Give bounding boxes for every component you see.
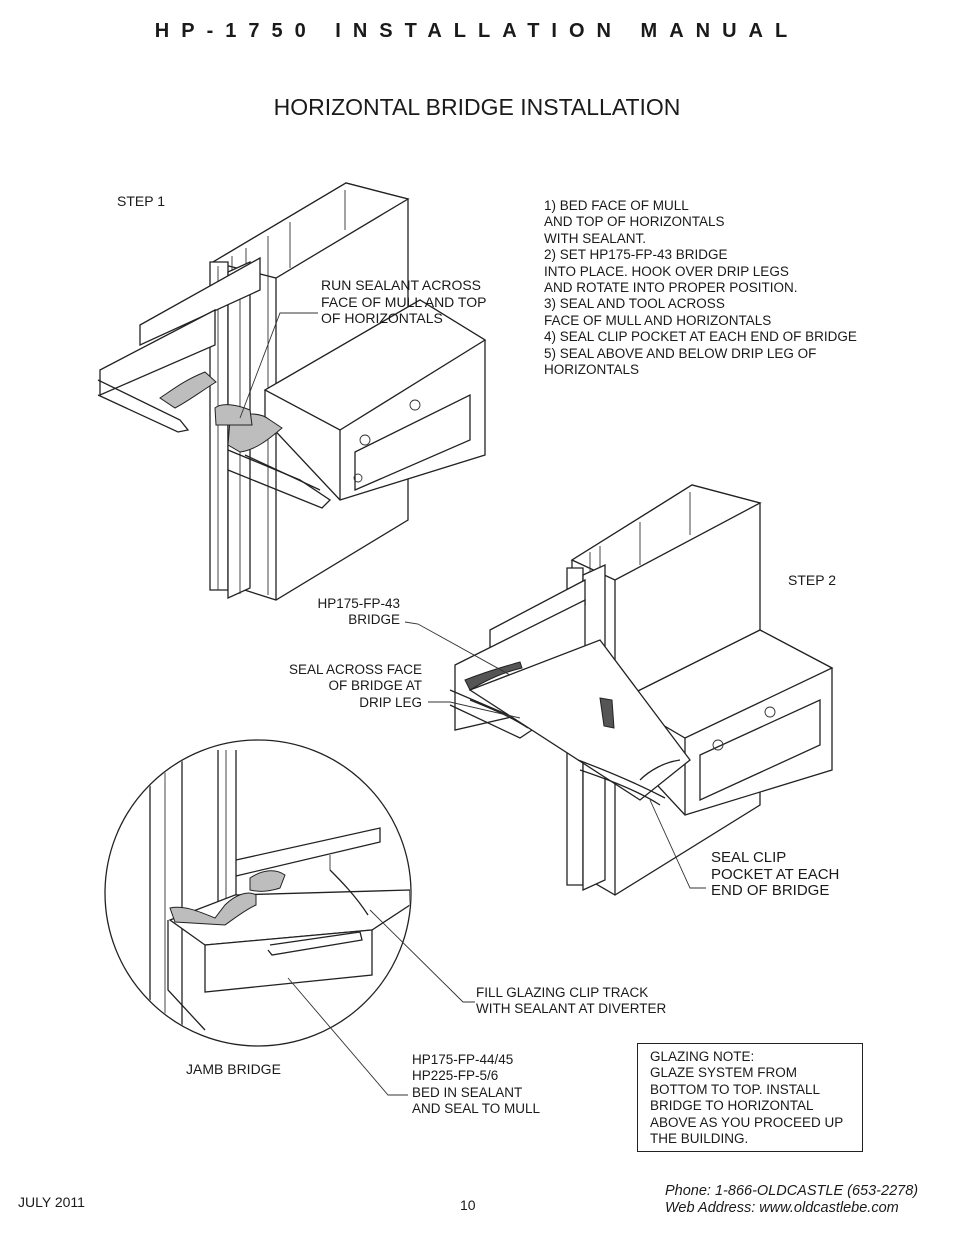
footer-web: Web Address: www.oldcastlebe.com <box>665 1200 899 1216</box>
step1-drawing <box>97 182 487 601</box>
glazing-note-text: GLAZING NOTE: GLAZE SYSTEM FROM BOTTOM T… <box>650 1049 844 1147</box>
footer-phone: Phone: 1-866-OLDCASTLE (653-2278) <box>665 1183 919 1199</box>
glazing-note-box: GLAZING NOTE: GLAZE SYSTEM FROM BOTTOM T… <box>637 1043 863 1152</box>
clip-pocket-callout: SEAL CLIP POCKET AT EACH END OF BRIDGE <box>711 849 840 899</box>
step2-drawing <box>449 484 834 896</box>
step2-label: STEP 2 <box>788 572 836 588</box>
step1-label: STEP 1 <box>117 193 165 209</box>
bridge-callout: HP175-FP-43 BRIDGE <box>317 596 400 628</box>
manual-header: HP-1750 INSTALLATION MANUAL <box>154 20 800 42</box>
page-number: 10 <box>460 1197 476 1213</box>
detail-circle <box>104 739 412 1047</box>
step1-sealant-callout: RUN SEALANT ACROSS FACE OF MULL AND TOP … <box>321 277 487 326</box>
seal-face-callout: SEAL ACROSS FACE OF BRIDGE AT DRIP LEG <box>288 662 422 710</box>
fill-track-callout: FILL GLAZING CLIP TRACK WITH SEALANT AT … <box>476 985 667 1017</box>
instruction-steps: 1) BED FACE OF MULL AND TOP OF HORIZONTA… <box>544 198 857 378</box>
page-title: HORIZONTAL BRIDGE INSTALLATION <box>273 94 681 120</box>
jamb-bridge-label: JAMB BRIDGE <box>186 1061 281 1077</box>
footer-date: JULY 2011 <box>18 1194 85 1210</box>
part-number-callout: HP175-FP-44/45 HP225-FP-5/6 BED IN SEALA… <box>412 1052 541 1117</box>
